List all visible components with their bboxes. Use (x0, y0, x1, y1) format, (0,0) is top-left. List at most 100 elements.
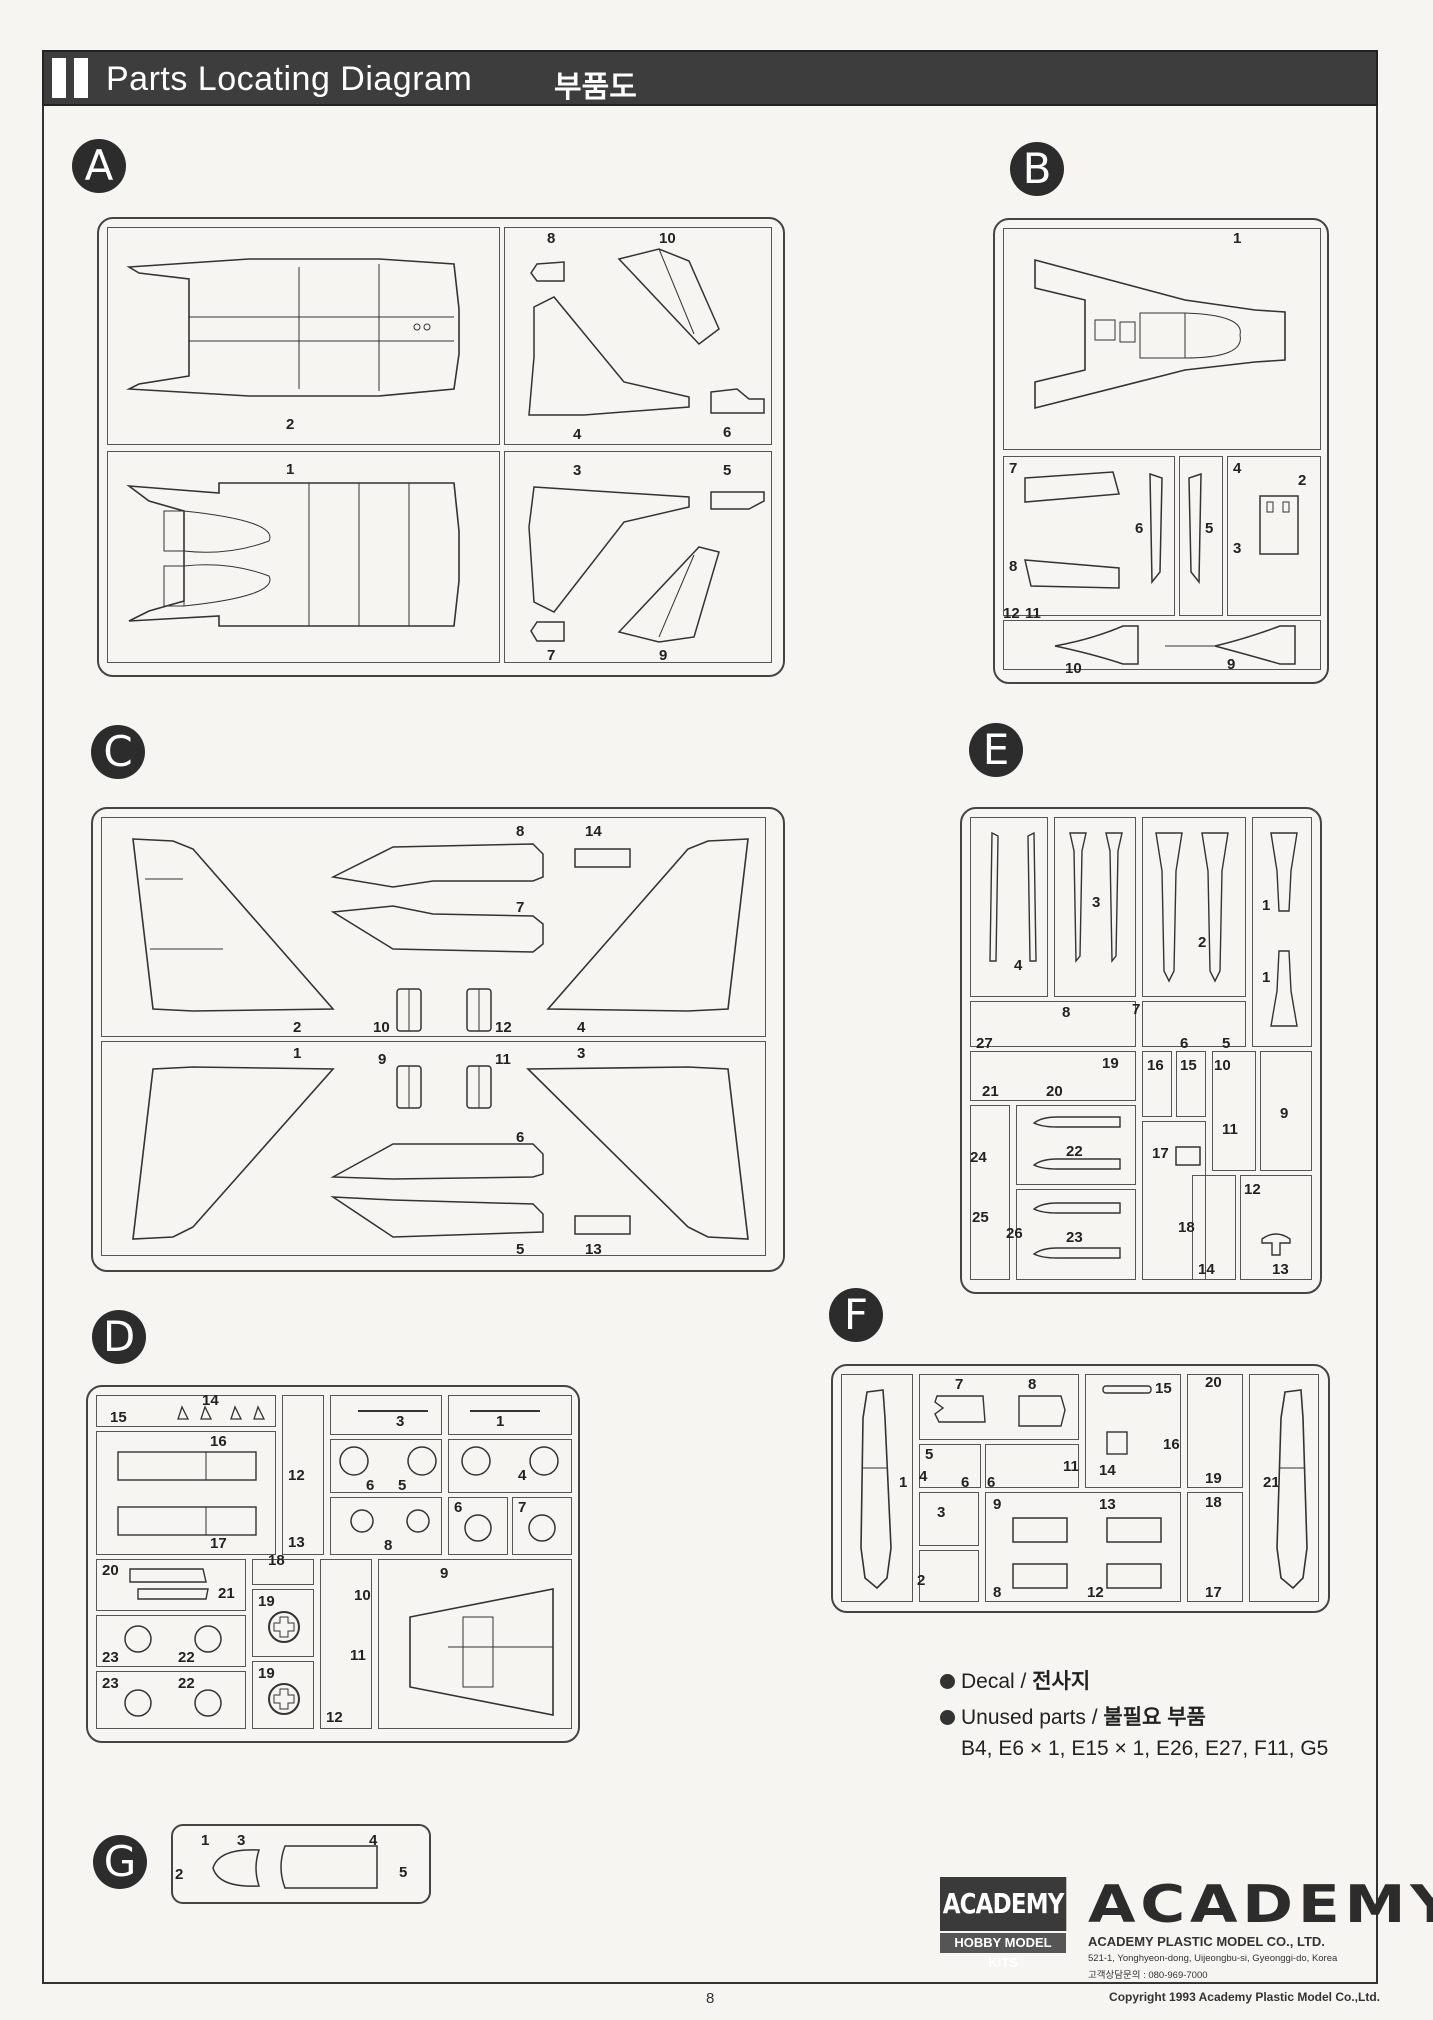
sprue-e-frame: 4 3 2 1 1 8 7 27 6 5 19 21 20 16 15 10 1… (960, 807, 1322, 1294)
header-stripe (74, 58, 88, 98)
part-a6 (710, 388, 765, 414)
part-number: 9 (993, 1496, 1002, 1513)
part-number: 27 (976, 1035, 993, 1052)
part-c7-intake (330, 905, 544, 953)
part-number: 8 (1028, 1376, 1037, 1393)
sprue-a-frame: 2 1 8 10 4 6 3 5 7 9 (97, 217, 785, 677)
unused-label-korean: 불필요 부품 (1103, 1706, 1206, 1729)
part-e23-fuel-tanks (1032, 1202, 1121, 1259)
part-b6 (1149, 472, 1163, 585)
part-number: 1 (1262, 897, 1271, 914)
part-number: 21 (1263, 1474, 1280, 1491)
part-number: 11 (1063, 1458, 1079, 1475)
part-number: 17 (210, 1535, 227, 1552)
customer-phone: 고객상담문의 : 080-969-7000 (1088, 1970, 1208, 1981)
sprue-d-cell (96, 1431, 276, 1555)
part-number: 2 (1198, 934, 1207, 951)
part-number: 5 (925, 1446, 934, 1463)
part-number: 21 (982, 1083, 999, 1100)
part-number: 8 (516, 823, 525, 840)
sprue-e-cell (1054, 817, 1136, 997)
sprue-c-frame: 2 8 7 14 4 10 12 1 9 11 3 6 5 13 (91, 807, 785, 1272)
part-c5-intake (330, 1196, 544, 1238)
sprue-f-cell (1187, 1492, 1243, 1602)
part-f1-drop-tank (860, 1389, 892, 1590)
part-number: 16 (1163, 1436, 1180, 1453)
decal-label: Decal / (961, 1670, 1033, 1693)
part-number: 10 (1214, 1057, 1231, 1074)
part-number: 19 (258, 1665, 275, 1682)
part-number: 7 (1009, 460, 1018, 477)
unused-label: Unused parts / (961, 1706, 1104, 1729)
part-number: 7 (1132, 1001, 1141, 1018)
sprue-e-cell (1252, 817, 1312, 1047)
sprue-d-cell (96, 1559, 246, 1611)
section-header: Parts Locating Diagram 부품도 (42, 50, 1378, 106)
part-number: 17 (1205, 1584, 1222, 1601)
part-a10-stabilizer (617, 248, 720, 346)
part-a1-lower-fuselage (126, 482, 460, 627)
sprue-f-frame: 1 7 8 5 4 6 6 11 15 14 16 20 19 21 3 2 9… (831, 1364, 1330, 1613)
copyright: Copyright 1993 Academy Plastic Model Co.… (1109, 1990, 1380, 2004)
part-a9-stabilizer (617, 546, 720, 643)
bullet-icon (940, 1710, 955, 1725)
part-number: 1 (286, 461, 295, 478)
part-a8 (530, 261, 565, 282)
part-number: 23 (102, 1649, 119, 1666)
part-b7 (1024, 471, 1120, 503)
part-a2-upper-fuselage (125, 258, 460, 397)
part-e3-missiles (1069, 832, 1123, 963)
part-number: 1 (201, 1832, 210, 1849)
sprue-d-cell (378, 1559, 572, 1729)
sprue-d-cell (96, 1615, 246, 1667)
part-c1-vertical-fin (132, 1066, 335, 1240)
part-d1 (470, 1410, 540, 1412)
part-d14-set (177, 1405, 266, 1420)
part-d22-d23-wheels-a (124, 1625, 222, 1653)
part-number: 3 (573, 462, 582, 479)
sprue-f-cell (985, 1444, 1079, 1488)
part-number: 11 (495, 1051, 511, 1068)
part-number: 11 (1025, 605, 1041, 622)
part-c8-intake (330, 843, 544, 888)
part-g4-canopy (280, 1845, 378, 1889)
part-b5 (1188, 472, 1202, 585)
part-number: 13 (288, 1534, 305, 1551)
sprue-f-cell (919, 1444, 981, 1488)
sprue-d-frame: 15 14 16 17 12 13 3 1 6 5 4 8 6 7 20 21 … (86, 1385, 580, 1743)
part-number: 18 (268, 1552, 285, 1569)
brand-wordmark: ACADEMY (1088, 1875, 1433, 1935)
part-number: 7 (518, 1499, 527, 1516)
sprue-e-cell (1142, 1051, 1172, 1117)
part-d16-d17-exhaust (117, 1451, 257, 1536)
part-e22-fuel-tanks (1032, 1116, 1121, 1170)
part-number: 6 (454, 1499, 463, 1516)
part-number: 12 (326, 1709, 343, 1726)
part-d8-wheel-well (409, 1588, 554, 1716)
sprue-f-cell (1249, 1374, 1319, 1602)
part-number: 12 (495, 1019, 512, 1036)
sprue-d-cell (96, 1671, 246, 1729)
sprue-d-cell (96, 1395, 276, 1427)
unused-parts-list: B4, E6 × 1, E15 × 1, E26, E27, F11, G5 (961, 1737, 1329, 1760)
sprue-d-cell (320, 1559, 372, 1729)
part-number: 3 (1092, 894, 1101, 911)
part-number: 13 (585, 1241, 602, 1258)
sprue-f-cell (985, 1492, 1181, 1602)
part-d2 (358, 1410, 428, 1412)
part-e2-missiles (1155, 832, 1229, 983)
sprue-a-cell (107, 451, 500, 663)
sprue-d-cell (252, 1589, 314, 1657)
part-d20-d21 (129, 1568, 209, 1600)
part-c14 (574, 848, 631, 868)
part-number: 5 (516, 1241, 525, 1258)
sprue-e-cell (1176, 1051, 1206, 1117)
sprue-d-cell (252, 1559, 314, 1585)
part-number: 8 (1062, 1004, 1071, 1021)
part-number: 18 (1178, 1219, 1195, 1236)
part-number: 1 (293, 1045, 302, 1062)
part-f7 (934, 1395, 986, 1423)
part-c10-wheel (396, 988, 422, 1032)
part-c11-wheel (466, 1065, 492, 1109)
part-c4-vertical-fin (546, 838, 749, 1012)
